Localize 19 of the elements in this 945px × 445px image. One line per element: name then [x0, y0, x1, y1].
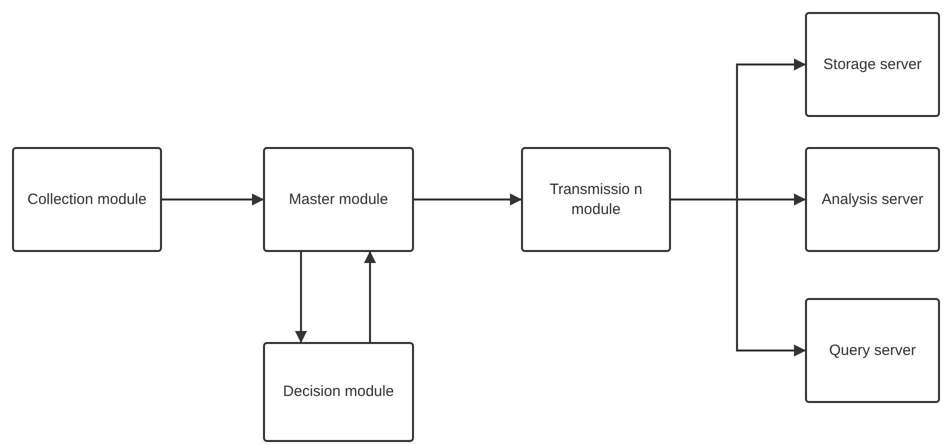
box-label: Storage server — [822, 54, 923, 74]
arrow — [162, 194, 264, 206]
process-box — [805, 298, 940, 403]
process-box — [12, 147, 162, 252]
box-label: Decision module — [282, 382, 395, 402]
process-box — [805, 12, 940, 117]
arrow — [295, 252, 307, 343]
box-label: Collection module — [26, 190, 148, 210]
arrow — [414, 194, 522, 206]
process-box — [263, 342, 414, 442]
process-box — [521, 147, 671, 252]
box-label: Query server — [828, 340, 917, 360]
process-box — [805, 147, 940, 252]
box-label: Transmissio n module — [548, 180, 644, 219]
box-label: Master module — [288, 190, 390, 210]
process-box — [263, 147, 414, 252]
arrow — [364, 251, 376, 342]
arrow — [671, 198, 806, 356]
box-label: Analysis server — [820, 190, 924, 210]
